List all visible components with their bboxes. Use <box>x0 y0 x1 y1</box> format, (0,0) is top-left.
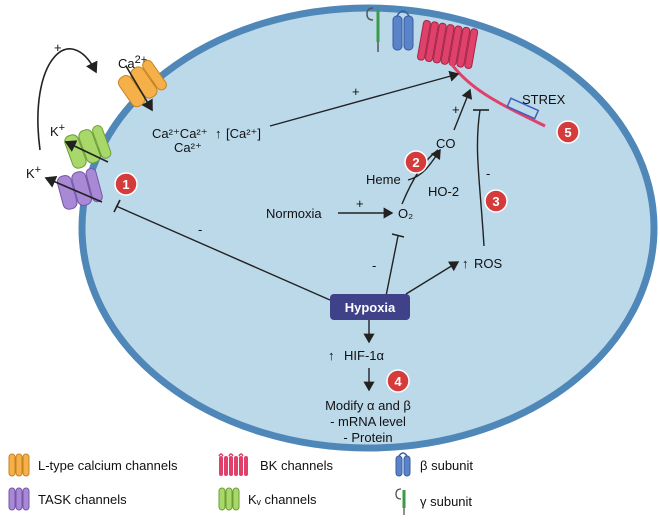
legend-item-task: TASK channels <box>8 486 127 512</box>
legend-label: γ subunit <box>420 493 473 509</box>
ho2-label: HO-2 <box>428 184 459 199</box>
legend-label: β subunit <box>420 457 474 473</box>
legend-label: L-type calcium channels <box>38 457 178 473</box>
strex-insert <box>506 97 540 120</box>
o2-label: O₂ <box>398 206 413 221</box>
strex-label: STREX <box>522 92 566 107</box>
badge-1: 1 <box>114 172 138 196</box>
bk-channel-icon <box>218 453 248 476</box>
legend-label: TASK channels <box>38 491 127 507</box>
legend: L-type calcium channels BK channels β su… <box>0 448 660 520</box>
up-arrow-hif: ↑ <box>328 348 335 363</box>
plus-sign-co-bk: + <box>452 102 460 117</box>
plus-sign-ca-bk: + <box>352 84 360 99</box>
co-label: CO <box>436 136 456 151</box>
minus-sign-hypoxia-k: - <box>198 222 202 237</box>
svg-text:3: 3 <box>492 194 499 209</box>
legend-label: Kᵥ channels <box>248 491 317 507</box>
svg-text:5: 5 <box>564 125 571 140</box>
hif-label: HIF-1α <box>344 348 385 363</box>
heme-label: Heme <box>366 172 401 187</box>
bk-c-terminal-tail <box>448 61 546 128</box>
bk-channel <box>417 19 479 69</box>
legend-item-l-type: L-type calcium channels <box>8 452 177 478</box>
k-plus-label-1: K+ <box>50 122 65 139</box>
svg-text:2: 2 <box>412 155 419 170</box>
beta-subunit-icon <box>395 452 411 477</box>
legend-item-bk: BK channels <box>218 452 333 478</box>
beta-subunit <box>392 10 414 51</box>
modify-line-2: - mRNA level <box>330 414 406 429</box>
minus-sign-hypoxia-o2: - <box>372 258 376 273</box>
modify-line-3: - Protein <box>343 430 392 445</box>
plus-sign-normoxia: + <box>356 196 364 211</box>
l-type-calcium-channel <box>117 59 167 108</box>
hypoxia-box <box>330 294 410 320</box>
up-arrow-ca: ↑ <box>215 126 222 141</box>
plus-sign-top: + <box>54 40 62 55</box>
ca-cluster-label-2: Ca²⁺ <box>174 140 202 155</box>
minus-sign-ros: - <box>486 166 490 181</box>
ca2-outside-label: Ca2+ <box>118 54 147 71</box>
l-type-calcium-channel-icon <box>8 453 30 477</box>
legend-label: BK channels <box>260 457 333 473</box>
svg-text:4: 4 <box>394 374 402 389</box>
hypoxia-label: Hypoxia <box>345 300 396 315</box>
modify-line-1: Modify α and β <box>325 398 411 413</box>
ros-label: ROS <box>474 256 503 271</box>
gamma-subunit-icon <box>395 488 406 515</box>
kv-channel-icon <box>218 487 240 511</box>
badge-4: 4 <box>386 369 410 393</box>
ca-concentration-label: [Ca²⁺] <box>226 126 261 141</box>
ca-cluster-label: Ca²⁺Ca²⁺ <box>152 126 208 141</box>
legend-item-kv: Kᵥ channels <box>218 486 317 512</box>
cell-membrane <box>78 4 658 452</box>
svg-text:1: 1 <box>122 177 129 192</box>
legend-item-beta: β subunit <box>394 452 473 478</box>
task-channel-icon <box>8 487 30 511</box>
badge-3: 3 <box>484 189 508 213</box>
legend-item-gamma: γ subunit <box>394 486 472 516</box>
badge-5: 5 <box>556 120 580 144</box>
k-plus-label-2: K+ <box>26 164 41 181</box>
normoxia-label: Normoxia <box>266 206 322 221</box>
gamma-subunit <box>366 7 380 52</box>
up-arrow-ros: ↑ <box>462 256 469 271</box>
badge-2: 2 <box>404 150 428 174</box>
